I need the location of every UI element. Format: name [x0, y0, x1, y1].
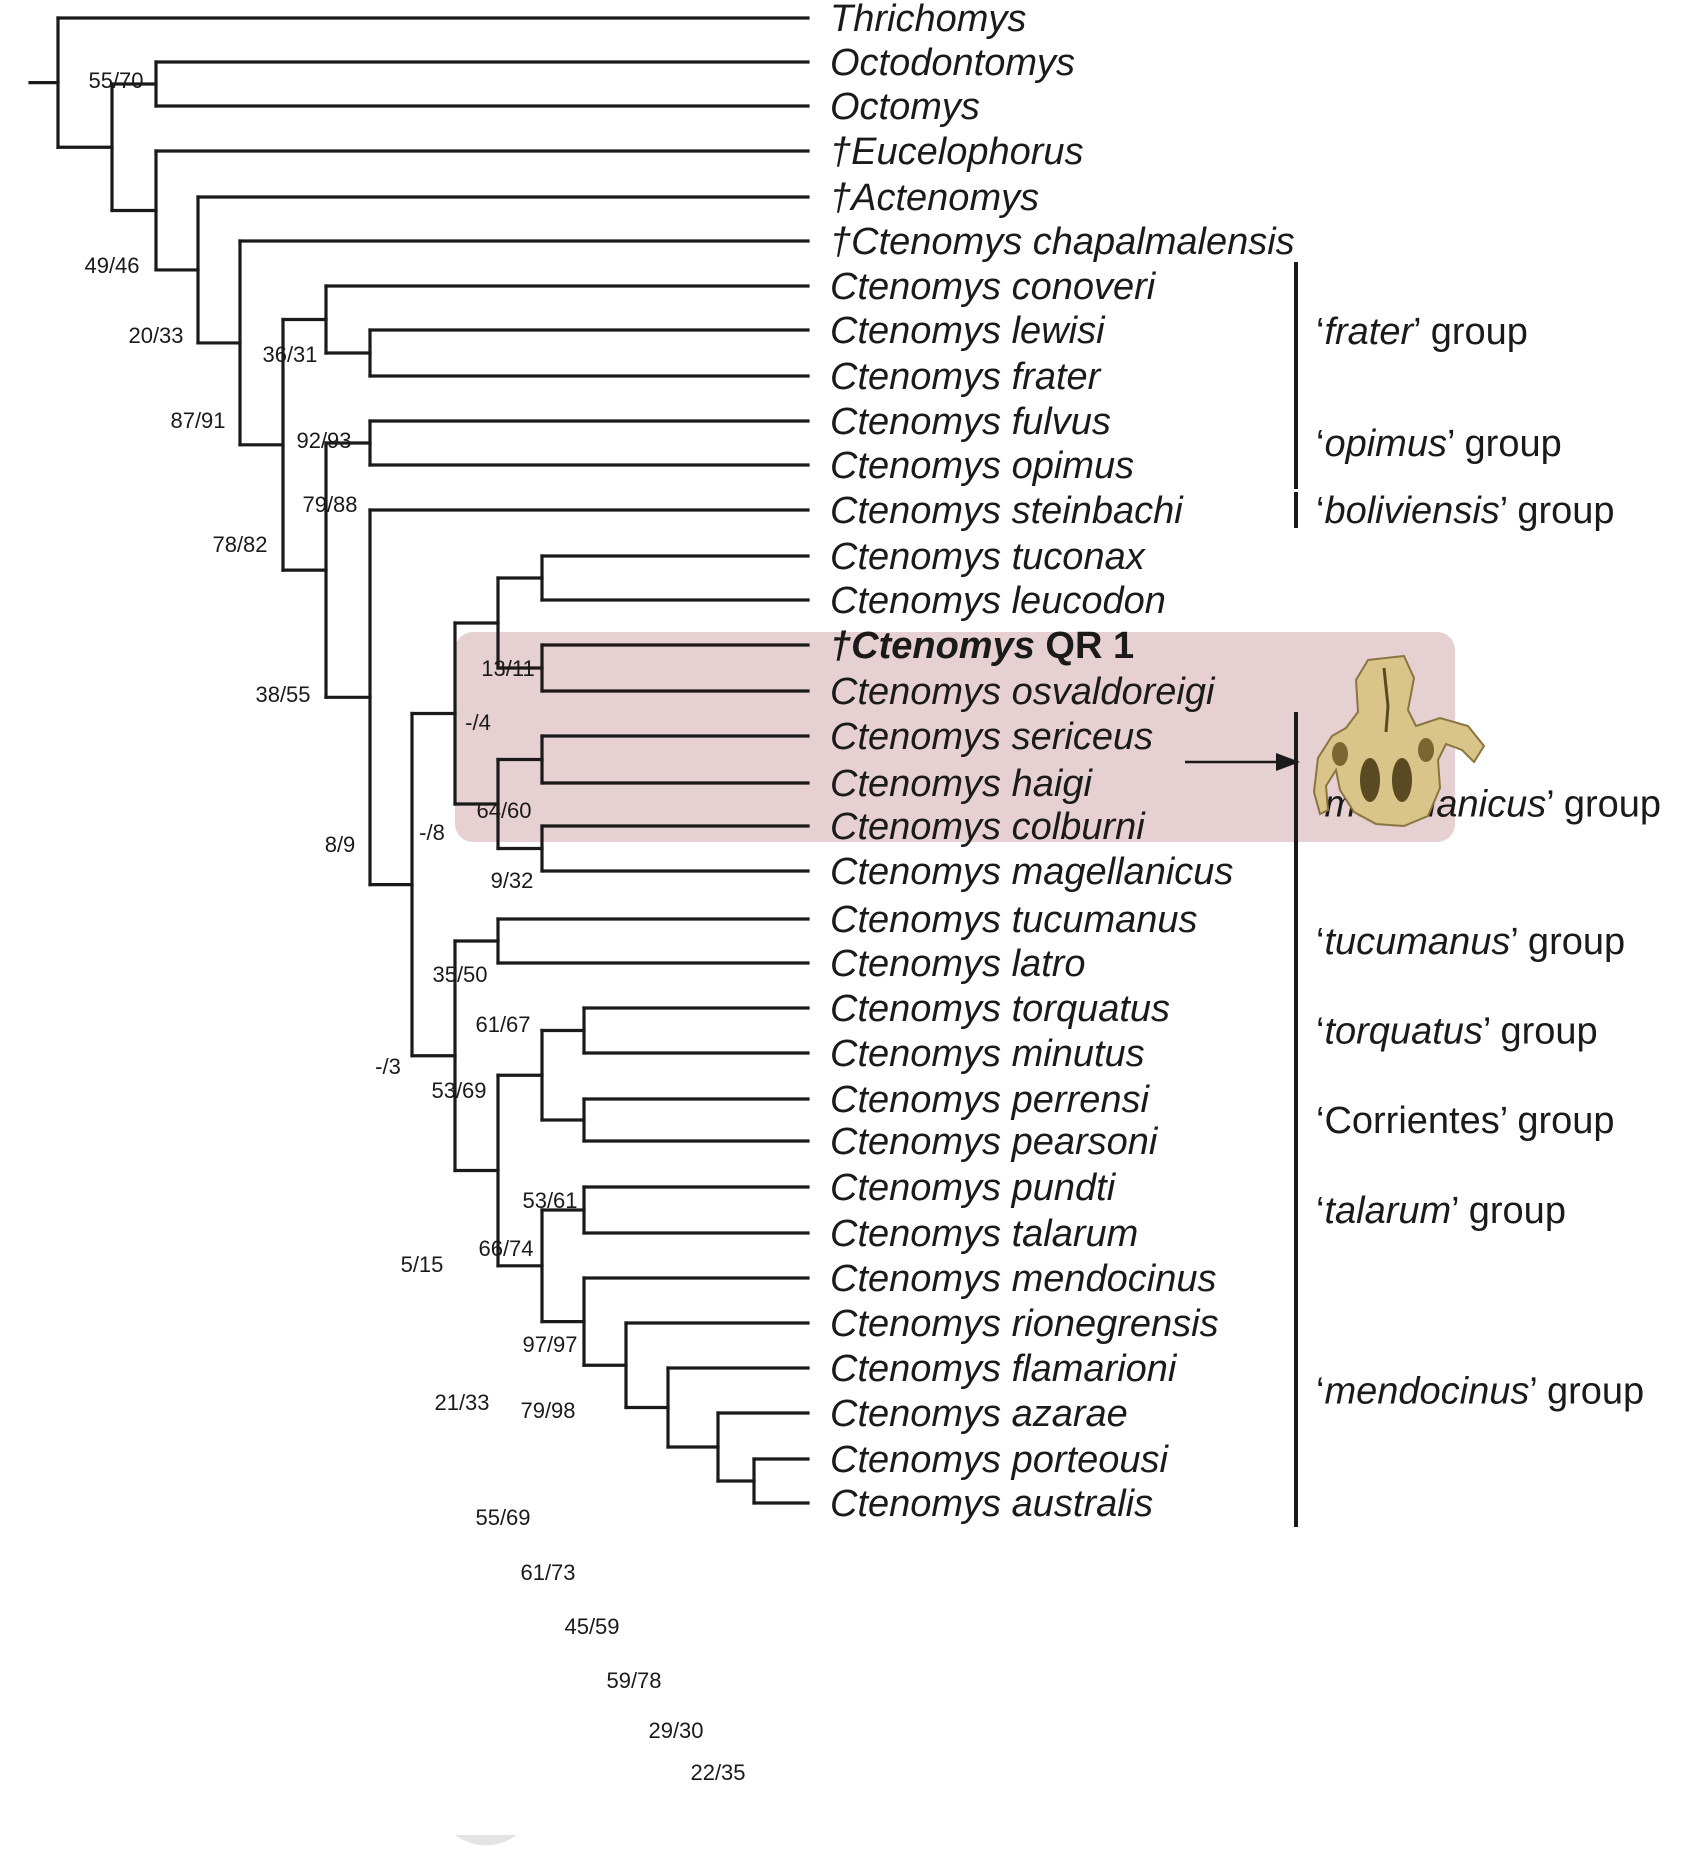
taxon-label: Ctenomys osvaldoreigi: [830, 671, 1216, 713]
tree-branches: [28, 16, 810, 1505]
tip-labels: ThrichomysOctodontomysOctomys†Eucelophor…: [830, 0, 1295, 1525]
taxon-label: Ctenomys lewisi: [830, 310, 1106, 352]
support-value: 29/30: [648, 1718, 703, 1743]
taxon-label: Thrichomys: [830, 0, 1026, 40]
support-value: 53/61: [522, 1188, 577, 1213]
group-label: ‘tucumanus’ group: [1316, 921, 1625, 963]
taxon-label: Ctenomys sericeus: [830, 716, 1153, 758]
support-values: 55/70 49/46 20/33 87/91 36/31 92/93 78/82 79/88…: [84, 68, 745, 1785]
taxon-label: Ctenomys leucodon: [830, 580, 1166, 622]
support-value: 66/74: [478, 1236, 533, 1261]
support-value: 13/11: [481, 656, 534, 681]
taxon-label: Ctenomys magellanicus: [830, 851, 1233, 893]
taxon-label: Ctenomys colburni: [830, 806, 1146, 848]
support-value: 61/67: [475, 1012, 530, 1037]
taxon-label: Ctenomys tucumanus: [830, 899, 1198, 941]
taxon-label: Ctenomys talarum: [830, 1213, 1138, 1255]
taxon-label: Ctenomys azarae: [830, 1393, 1128, 1435]
support-value: 64/60: [476, 798, 531, 823]
support-value: 9/32: [491, 868, 534, 893]
group-label: ‘mendocinus’ group: [1316, 1371, 1644, 1413]
taxon-label: Octomys: [830, 86, 980, 128]
taxon-label: Ctenomys minutus: [830, 1033, 1145, 1075]
taxon-label: Ctenomys opimus: [830, 445, 1134, 487]
skull-specimen-icon: [1312, 654, 1486, 828]
group-label: ‘boliviensis’ group: [1316, 490, 1615, 532]
taxon-label: Ctenomys porteousi: [830, 1439, 1169, 1481]
support-value: -/4: [465, 710, 491, 735]
support-value: 36/31: [262, 342, 317, 367]
taxon-label: Octodontomys: [830, 42, 1075, 84]
taxon-label: Ctenomys frater: [830, 356, 1102, 398]
support-value: 87/91: [170, 408, 225, 433]
support-value: 79/88: [302, 492, 357, 517]
taxon-label: Ctenomys australis: [830, 1483, 1153, 1525]
taxon-label: †Ctenomys QR 1: [830, 625, 1134, 667]
support-value: 55/70: [88, 68, 143, 93]
support-value: 49/46: [84, 253, 139, 278]
support-value: 35/50: [432, 962, 487, 987]
taxon-label: Ctenomys haigi: [830, 763, 1093, 805]
qr1-clade-highlight: [455, 632, 1455, 842]
support-value: 59/78: [606, 1668, 661, 1693]
taxon-label: Ctenomys tuconax: [830, 536, 1147, 578]
support-value: 78/82: [212, 532, 267, 557]
taxon-label: Ctenomys steinbachi: [830, 490, 1184, 532]
taxon-label: Ctenomys torquatus: [830, 988, 1170, 1030]
group-label: ‘opimus’ group: [1316, 423, 1562, 465]
taxon-label: Ctenomys rionegrensis: [830, 1303, 1219, 1345]
taxon-label: Ctenomys flamarioni: [830, 1348, 1178, 1390]
taxon-label: Ctenomys conoveri: [830, 266, 1157, 308]
support-value: 38/55: [255, 682, 310, 707]
taxon-label: Ctenomys mendocinus: [830, 1258, 1217, 1300]
taxon-label: Ctenomys fulvus: [830, 401, 1111, 443]
support-value: 8/9: [325, 832, 356, 857]
support-value: -/8: [419, 820, 445, 845]
support-value: 45/59: [564, 1614, 619, 1639]
group-label: ‘frater’ group: [1316, 311, 1528, 353]
support-value: 92/93: [296, 428, 351, 453]
taxon-label: †Ctenomys chapalmalensis: [830, 221, 1295, 263]
support-value: 79/98: [520, 1398, 575, 1423]
support-value: 22/35: [690, 1760, 745, 1785]
support-value: -/3: [375, 1054, 401, 1079]
group-labels: ‘frater’ group ‘opimus’ group ‘boliviensis…: [1316, 311, 1661, 1413]
taxon-label: Ctenomys latro: [830, 943, 1086, 985]
support-value: 20/33: [128, 323, 183, 348]
group-label: ‘Corrientes’ group: [1316, 1100, 1615, 1142]
taxon-label: †Eucelophorus: [830, 131, 1084, 173]
support-value: 53/69: [431, 1078, 486, 1103]
taxon-label: †Actenomys: [830, 177, 1039, 219]
support-value: 55/69: [475, 1505, 530, 1530]
group-label: ‘torquatus’ group: [1316, 1011, 1598, 1053]
arrow-icon: [1185, 753, 1300, 771]
group-label: ‘talarum’ group: [1316, 1190, 1566, 1232]
support-value: 97/97: [522, 1332, 577, 1357]
taxon-label: Ctenomys pundti: [830, 1167, 1117, 1209]
taxon-label: Ctenomys perrensi: [830, 1079, 1150, 1121]
support-value: 5/15: [401, 1252, 444, 1277]
taxon-label: Ctenomys pearsoni: [830, 1121, 1159, 1163]
support-value: 61/73: [520, 1560, 575, 1585]
support-value: 21/33: [434, 1390, 489, 1415]
decorative-blob: [455, 1835, 517, 1846]
